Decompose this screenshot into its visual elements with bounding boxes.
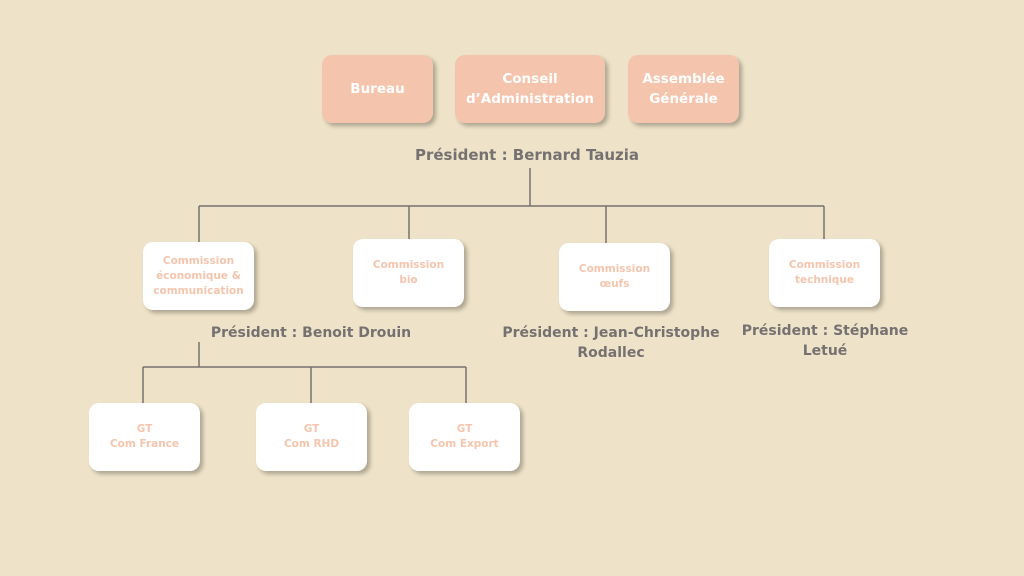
- gt-com-rhd-box: GT Com RHD: [256, 403, 367, 471]
- gt-com-france-box: GT Com France: [89, 403, 200, 471]
- main-president-label: Président : Bernard Tauzia: [414, 146, 640, 164]
- commission-bio-box: Commission bio: [353, 239, 464, 307]
- commission-economique-box: Commission économique & communication: [143, 242, 254, 310]
- conseil-administration-box: Conseil d’Administration: [455, 55, 605, 123]
- commission-technique-box: Commission technique: [769, 239, 880, 307]
- commission-oeufs-box: Commission œufs: [559, 243, 670, 311]
- assemblee-generale-box: Assemblée Générale: [628, 55, 739, 123]
- gt-com-export-box: GT Com Export: [409, 403, 520, 471]
- bureau-box: Bureau: [322, 55, 433, 123]
- commission-oeufs-president: Président : Jean-Christophe Rodallec: [502, 325, 720, 361]
- commission-economique-president: Président : Benoit Drouin: [210, 325, 412, 341]
- commission-technique-president: Président : Stéphane Letué: [741, 323, 909, 359]
